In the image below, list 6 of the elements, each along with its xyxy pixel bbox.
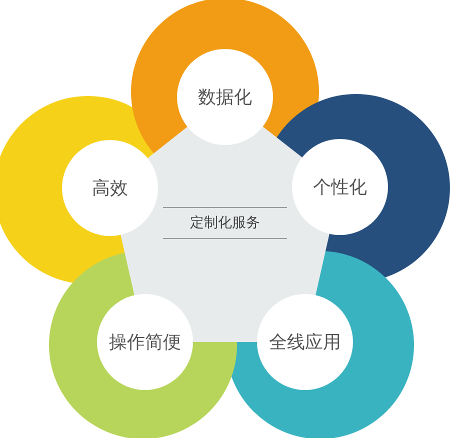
node-label: 高效 xyxy=(92,177,128,200)
node-label: 数据化 xyxy=(198,86,252,109)
node-label: 操作简便 xyxy=(109,331,181,354)
node-label: 全线应用 xyxy=(269,331,341,354)
center-label: 定制化服务 xyxy=(190,214,260,232)
node-label: 个性化 xyxy=(313,176,367,199)
